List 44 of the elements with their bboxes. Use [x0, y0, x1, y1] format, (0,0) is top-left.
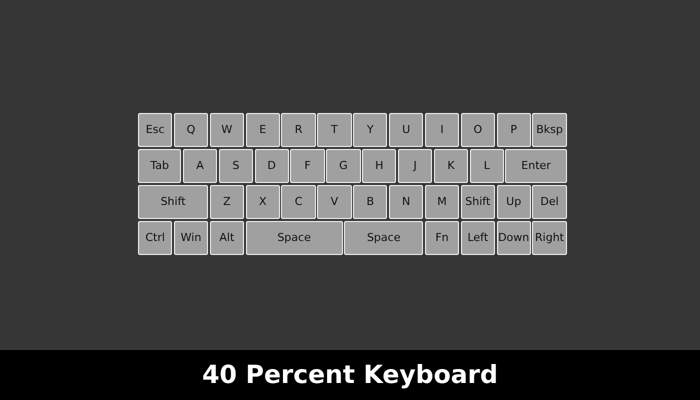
keyboard-key: Win — [174, 221, 208, 255]
keyboard-key: Tab — [138, 149, 182, 183]
keyboard-key: H — [362, 149, 396, 183]
keyboard-key: Z — [210, 185, 244, 219]
caption: 40 Percent Keyboard — [202, 360, 498, 390]
keyboard-key: D — [254, 149, 289, 183]
keyboard-key: W — [210, 113, 244, 147]
keyboard-key: Up — [496, 185, 531, 219]
keyboard-key: G — [326, 149, 361, 183]
keyboard-key: F — [290, 149, 325, 183]
keyboard-key: E — [246, 113, 280, 147]
keyboard-key: J — [398, 149, 432, 183]
keyboard-key: Down — [496, 221, 531, 255]
keyboard-key: Right — [532, 221, 567, 255]
keyboard-key: Del — [532, 185, 567, 219]
keyboard-key: A — [182, 149, 218, 183]
keyboard-key: P — [496, 113, 531, 147]
keyboard-key: V — [317, 185, 352, 219]
keyboard-key: K — [434, 149, 468, 183]
keyboard-key: T — [317, 113, 352, 147]
keyboard-key: Left — [460, 221, 495, 255]
keyboard-key: Y — [353, 113, 388, 147]
keyboard-key: Esc — [138, 113, 172, 147]
keyboard-key: M — [424, 185, 460, 219]
keyboard-key: Shift — [138, 185, 208, 219]
keyboard-key: C — [281, 185, 316, 219]
keyboard-key: Space — [246, 221, 343, 255]
keyboard-key: Ctrl — [138, 221, 172, 255]
keyboard-key: S — [218, 149, 253, 183]
keyboard-key: Shift — [460, 185, 495, 219]
keyboard-key: Enter — [505, 149, 567, 183]
keyboard-key: N — [388, 185, 424, 219]
keyboard-key: Bksp — [532, 113, 567, 147]
keyboard-key: R — [281, 113, 316, 147]
keyboard-key: Alt — [210, 221, 244, 255]
keyboard-key: O — [460, 113, 495, 147]
keyboard-key: U — [388, 113, 424, 147]
keyboard-key: I — [424, 113, 460, 147]
keyboard-key: Fn — [424, 221, 460, 255]
keyboard-key: Space — [344, 221, 424, 255]
keyboard-key: L — [470, 149, 504, 183]
keyboard-key: B — [353, 185, 388, 219]
keyboard-key: Q — [174, 113, 208, 147]
keyboard-key: X — [246, 185, 280, 219]
